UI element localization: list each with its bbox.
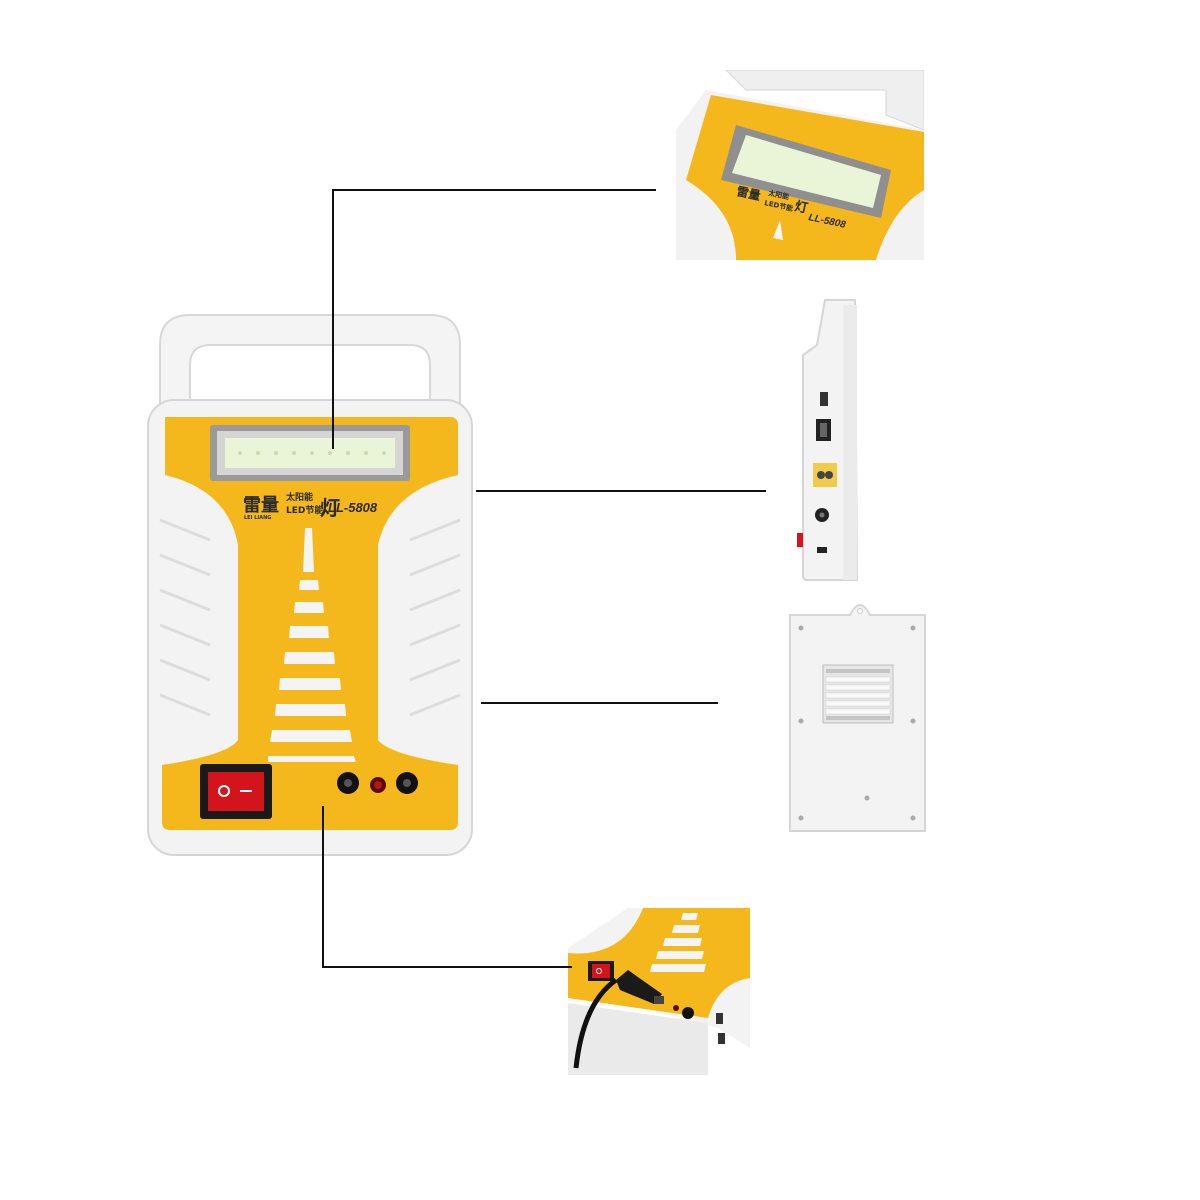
closeup-led-panel-glass <box>732 135 881 208</box>
micro-usb-port-icon[interactable] <box>817 547 827 553</box>
spec-label <box>822 664 894 724</box>
usb-port-icon[interactable] <box>816 419 831 441</box>
closeup-slogan: 太阳能 <box>768 188 790 201</box>
main-lamp-front-view: 雷量 LEI LIANG 太阳能 LED节能 灯 LL-5808 <box>140 310 480 870</box>
brand-chinese: 雷量 <box>243 494 279 516</box>
brand-pinyin: LEI LIANG <box>244 515 271 521</box>
slogan-text-line2: LED节能 <box>286 504 323 516</box>
closeup-led-panel: 雷量 太阳能 LED节能 灯 LL-5808 <box>676 70 924 260</box>
lamp-character: 灯 <box>320 496 340 520</box>
leader-line-back <box>481 702 718 704</box>
back-view <box>785 603 930 833</box>
closeup-lamp-character: 灯 <box>793 198 809 216</box>
slide-switch-icon[interactable] <box>820 392 828 406</box>
closeup-cable-port <box>568 908 750 1075</box>
leader-line-ports-vertical <box>322 806 324 968</box>
indicator-led-icon <box>370 777 386 793</box>
closeup-brand-chinese: 雷量 <box>735 184 761 203</box>
leader-line-ports <box>322 966 572 968</box>
dc-port-icon[interactable] <box>815 508 829 522</box>
dc-port-icon[interactable] <box>396 772 418 794</box>
side-view-ports <box>795 295 865 585</box>
model-number: LL-5808 <box>328 500 378 515</box>
yellow-face-panel <box>162 417 458 830</box>
cable-plug-icon <box>573 970 664 1069</box>
leader-line-led-vertical <box>332 189 334 449</box>
slogan-text: 太阳能 <box>285 491 313 503</box>
leader-line-side <box>476 490 766 492</box>
dc-port-icon[interactable] <box>337 772 359 794</box>
leader-line-led <box>332 189 656 191</box>
ac-port-icon[interactable] <box>813 463 837 487</box>
closeup-power-switch-icon[interactable] <box>588 961 614 981</box>
indicator-led-icon <box>797 533 803 547</box>
power-switch-icon[interactable] <box>200 764 272 819</box>
